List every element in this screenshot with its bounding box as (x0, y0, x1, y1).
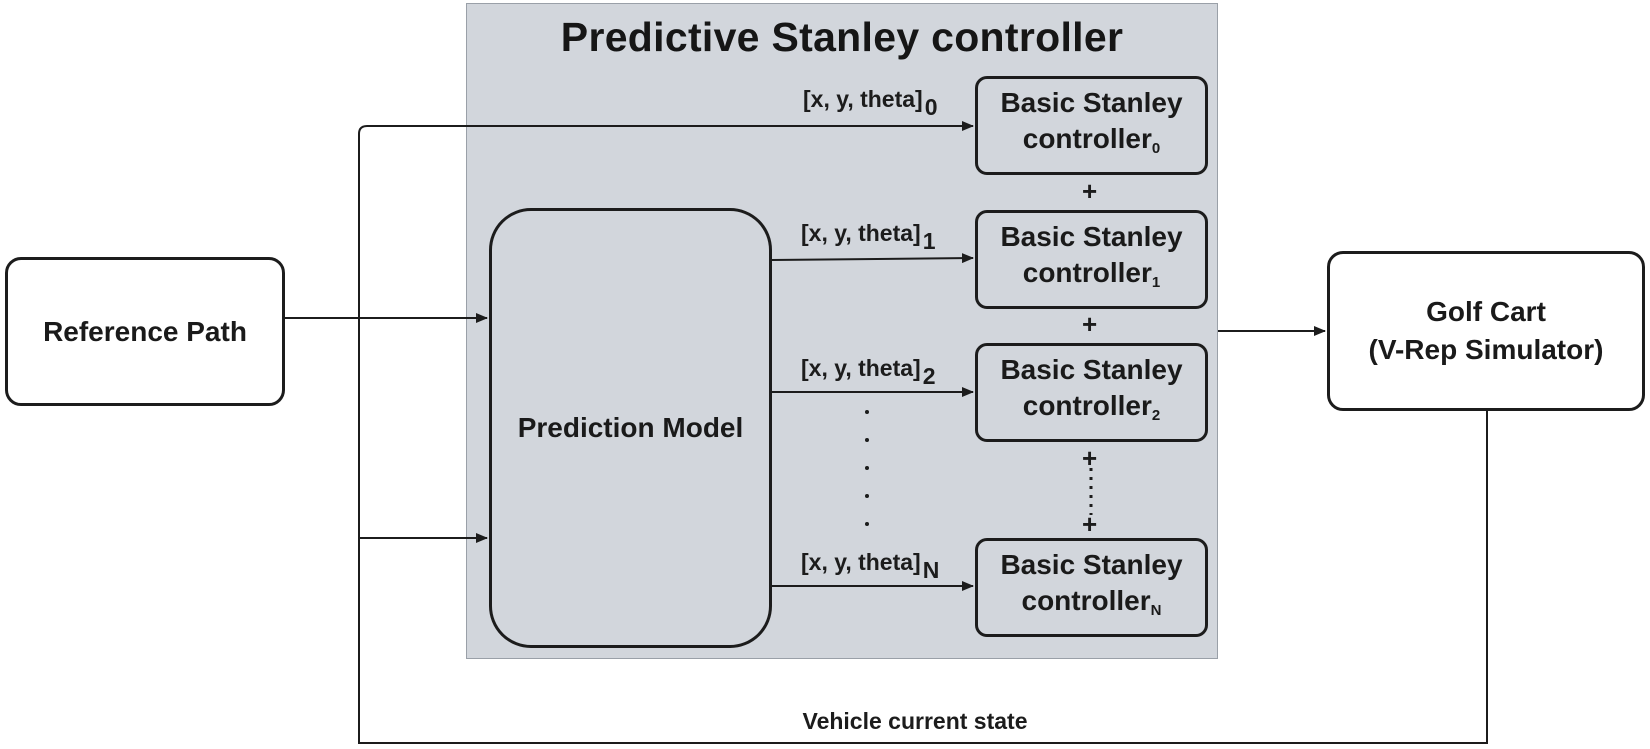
controller-label-line1: Basic Stanley (1000, 548, 1183, 580)
stanley-controller-0: Basic Stanley controller0 (975, 76, 1208, 175)
reference-path-block: Reference Path (5, 257, 285, 406)
plus-sign: + (1082, 176, 1098, 206)
controller-label-line1: Basic Stanley (1000, 86, 1183, 118)
panel-title: Predictive Stanley controller (560, 14, 1124, 60)
controller-label-line1: Basic Stanley (1000, 220, 1183, 252)
dotted-ellipsis (865, 410, 869, 526)
controller-label-line2: controller0 (1022, 122, 1161, 157)
stanley-controller-n: Basic Stanley controllerN (975, 538, 1208, 637)
controller-label-line2: controller1 (1022, 256, 1161, 291)
plus-sign: + (1082, 309, 1098, 339)
state-label-n: [x, y, theta]N (801, 549, 940, 583)
golf-cart-subtitle: (V-Rep Simulator) (1368, 334, 1604, 365)
reference-path-label: Reference Path (43, 315, 247, 347)
controller-label-line2: controller2 (1022, 389, 1161, 424)
feedback-label: Vehicle current state (802, 708, 1028, 734)
golf-cart-title: Golf Cart (1426, 296, 1546, 327)
prediction-model-block: Prediction Model (489, 208, 772, 648)
plus-sign: + (1082, 443, 1098, 473)
stanley-controller-1: Basic Stanley controller1 (975, 210, 1208, 309)
state-label-2: [x, y, theta]2 (801, 355, 936, 389)
golf-cart-block: Golf Cart (V-Rep Simulator) (1327, 251, 1645, 411)
feedback-loop-line (358, 121, 1488, 744)
prediction-model-label: Prediction Model (517, 412, 744, 443)
plus-sign: + (1082, 509, 1098, 539)
controller-label-line1: Basic Stanley (1000, 353, 1183, 385)
state-label-0: [x, y, theta]0 (803, 86, 938, 120)
prediction-to-controller-1-arrow (771, 253, 974, 264)
state-label-1: [x, y, theta]1 (801, 220, 936, 254)
stanley-controller-2: Basic Stanley controller2 (975, 343, 1208, 442)
controller-label-line2: controllerN (1021, 584, 1162, 619)
